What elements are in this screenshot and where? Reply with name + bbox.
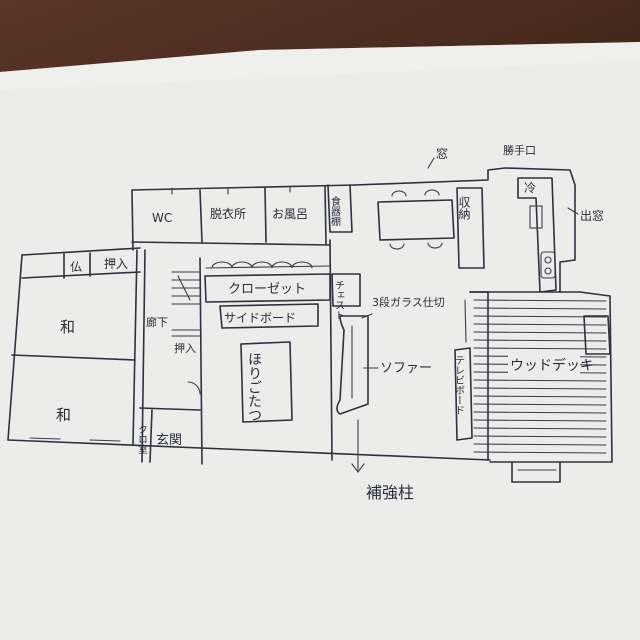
washitsu-2-label: 和 [56, 406, 71, 424]
deck-board-line [473, 427, 607, 430]
sofa-label: ソファー [380, 361, 432, 376]
deck-board-line [473, 395, 607, 398]
kitchen-door-label: 勝手口 [503, 143, 536, 157]
corridor-block: 廊下 押入 クロ室 玄関 [136, 249, 203, 465]
deck-board-line [473, 379, 607, 382]
wood-deck: ウッドデッキ [469, 291, 613, 483]
deck-board-line [473, 347, 607, 350]
chest-label: チェスト [333, 280, 344, 320]
oshiire-side-label: 押入 [174, 341, 196, 355]
deck-board-line [473, 443, 607, 446]
sideboard-label: サイドボード [224, 311, 296, 325]
deck-board-line [473, 403, 607, 406]
kitchen-area: 食器棚 収納 冷 窓 勝手口 出窓 [327, 143, 604, 293]
paper [0, 42, 640, 640]
partition-label: 3段ガラス仕切 [372, 295, 445, 309]
cloak-label: クロ室 [136, 424, 148, 454]
pillar-label: 補強柱 [366, 483, 414, 502]
deck-board-line [473, 435, 607, 438]
deck-board-line [473, 299, 607, 302]
corridor-label: 廊下 [146, 315, 168, 329]
left-wing: 仏 押入 和 和 [11, 249, 141, 446]
bath-block: WC 脱衣所 お風呂 [131, 185, 331, 246]
wood-deck-label: ウッドデッキ [510, 357, 594, 374]
tv-board-label: テレビボード [453, 355, 465, 415]
washitsu-1-label: 和 [60, 318, 75, 336]
deck-board-line [473, 451, 607, 454]
pantry-label: 食器棚 [329, 195, 341, 227]
deck-board-line [473, 307, 607, 310]
closet-label: クローゼット [228, 282, 306, 297]
bath-label: お風呂 [272, 207, 308, 221]
storage-label: 収納 [457, 196, 471, 220]
window-right-label: 出窓 [580, 208, 604, 223]
deck-board-line [473, 331, 607, 334]
oshiire-top-label: 押入 [104, 257, 128, 271]
living-area: クローゼット サイドボード ほりごたつ チェスト ソファー 3段ガラス仕切 補強… [204, 239, 473, 502]
horigotatsu-label: ほりごたつ [246, 352, 262, 422]
buddha-label: 仏 [70, 260, 82, 274]
washroom-label: 脱衣所 [210, 206, 246, 221]
fridge-label: 冷 [524, 181, 536, 195]
entrance-label: 玄関 [156, 433, 182, 448]
window-top-label: 窓 [436, 146, 448, 161]
deck-board-line [473, 411, 607, 414]
deck-board-line [473, 339, 607, 342]
deck-board-line [473, 419, 607, 422]
deck-board-line [473, 387, 607, 390]
wc-label: WC [152, 211, 172, 225]
